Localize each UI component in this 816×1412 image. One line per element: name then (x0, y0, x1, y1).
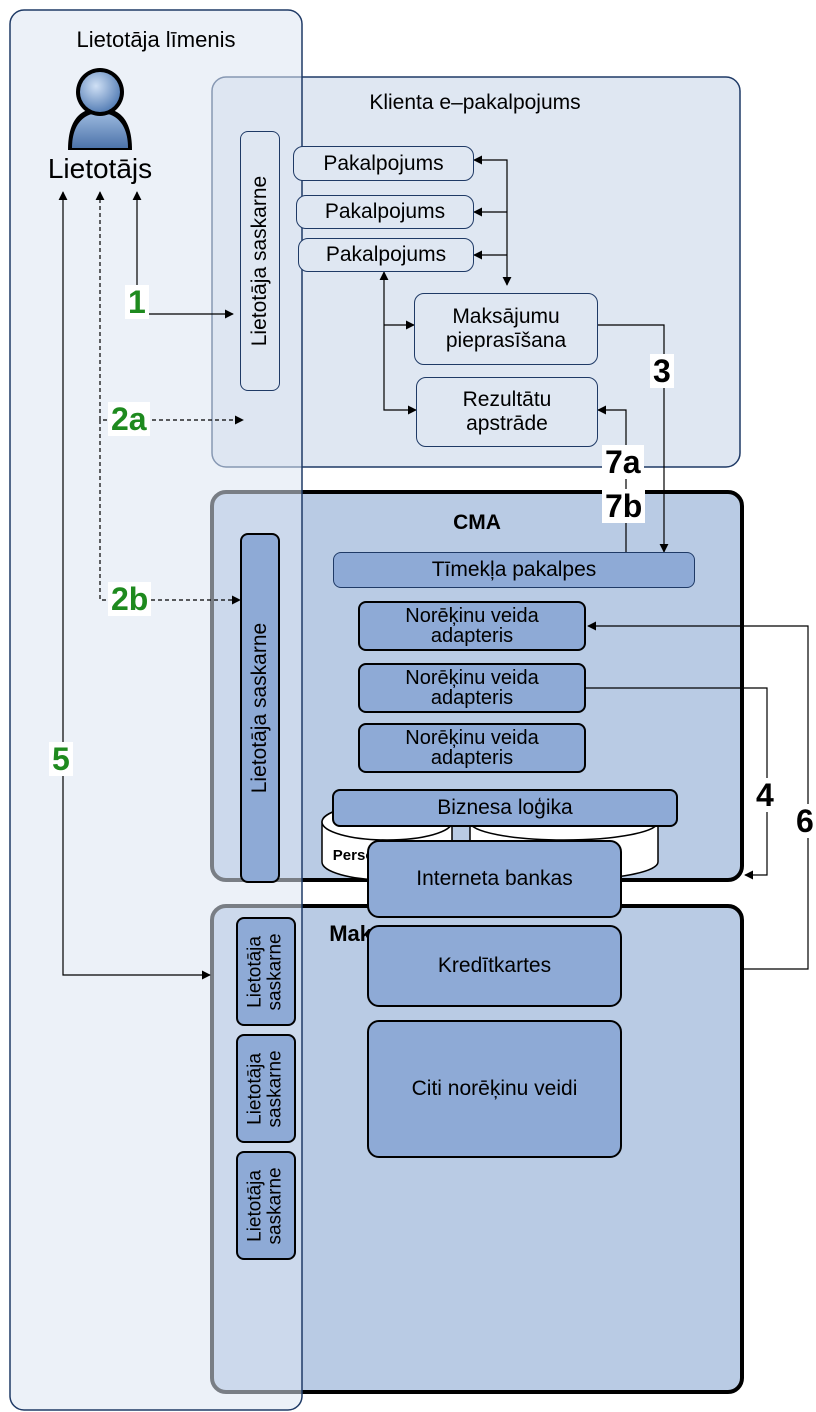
provider-user-interface-3[interactable]: Lietotāja saskarne (236, 1151, 296, 1260)
provider-user-interface-2-label: Lietotāja saskarne (245, 1049, 286, 1128)
adapter-1[interactable]: Norēķinu veida adapteris (358, 601, 586, 651)
user-person-icon (68, 68, 132, 150)
adapter-2[interactable]: Norēķinu veida adapteris (358, 663, 586, 713)
provider-user-interface-1-label: Lietotāja saskarne (245, 932, 286, 1011)
flow-3-line (598, 324, 669, 553)
service-3[interactable]: Pakalpojums (298, 238, 474, 272)
flow-label-5: 5 (49, 742, 73, 776)
internet-banks-box[interactable]: Interneta bankas (367, 840, 622, 918)
credit-cards-box[interactable]: Kredītkartes (367, 925, 622, 1007)
flow-label-3: 3 (650, 354, 674, 388)
client-user-interface-label: Lietotāja saskarne (247, 175, 271, 347)
cma-user-interface-label: Lietotāja saskarne (247, 622, 271, 794)
flow-label-7a: 7a (602, 445, 644, 479)
user-level-title: Lietotāja līmenis (76, 27, 236, 52)
service-2[interactable]: Pakalpojums (296, 195, 474, 229)
flow-5-line (58, 191, 211, 980)
flow-label-2b: 2b (108, 582, 152, 616)
service-result-connector (379, 271, 417, 415)
flow-label-6: 6 (793, 804, 816, 838)
flow-label-7b: 7b (602, 489, 646, 523)
service-1[interactable]: Pakalpojums (293, 146, 474, 181)
other-payment-methods-box[interactable]: Citi norēķinu veidi (367, 1020, 622, 1158)
cma-user-interface[interactable]: Lietotāja saskarne (240, 533, 280, 883)
provider-user-interface-3-label: Lietotāja saskarne (245, 1166, 286, 1245)
client-user-interface[interactable]: Lietotāja saskarne (240, 131, 280, 391)
client-service-title: Klienta e–pakalpojums (369, 91, 581, 114)
provider-user-interface-1[interactable]: Lietotāja saskarne (236, 917, 296, 1026)
adapter-3[interactable]: Norēķinu veida adapteris (358, 723, 586, 773)
payment-request-box[interactable]: Maksājumu pieprasīšana (414, 293, 598, 365)
user-label: Lietotājs (47, 153, 153, 184)
business-logic-box[interactable]: Biznesa loģika (332, 789, 678, 827)
web-services-box[interactable]: Tīmekļa pakalpes (333, 552, 695, 588)
flow-label-1: 1 (125, 285, 149, 319)
flow-label-2a: 2a (108, 402, 150, 436)
result-processing-box[interactable]: Rezultātu apstrāde (416, 377, 598, 447)
provider-user-interface-2[interactable]: Lietotāja saskarne (236, 1034, 296, 1143)
flow-label-4: 4 (753, 778, 777, 812)
services-connector (473, 155, 512, 286)
flow-6-line (587, 621, 809, 970)
cma-title: CMA (453, 511, 501, 534)
